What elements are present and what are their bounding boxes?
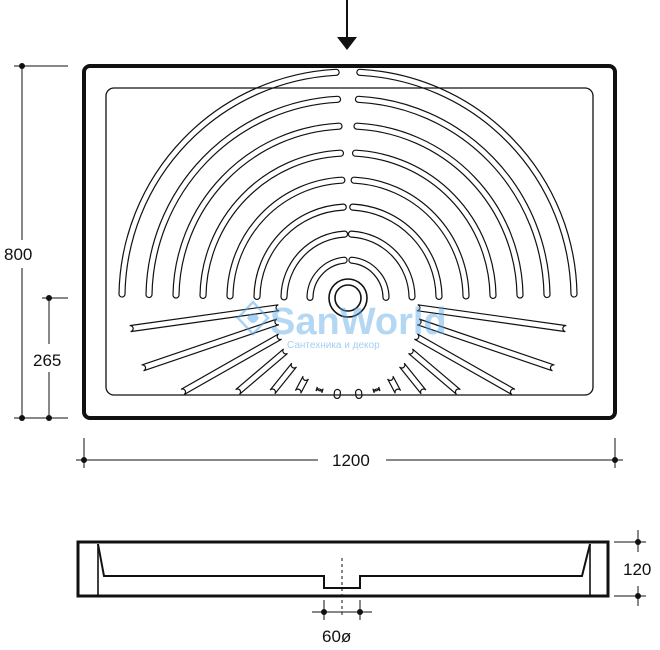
groove: [145, 95, 342, 299]
groove-radial: [387, 375, 402, 394]
groove-radial: [294, 375, 309, 394]
groove: [349, 203, 443, 300]
svg-text:SanWorld: SanWorld: [270, 301, 447, 343]
groove: [353, 122, 524, 299]
groove-radial: [372, 386, 381, 394]
drain-icon: [328, 278, 368, 318]
groove-radial: [408, 348, 461, 395]
tray-outline: [82, 64, 617, 420]
dimension-drain-diameter-label: 60ø: [322, 627, 351, 646]
down-arrow-icon: [337, 0, 357, 50]
groove: [350, 176, 470, 300]
groove: [348, 256, 390, 301]
groove: [351, 149, 497, 299]
watermark: SanWorld Сантехника и декор: [236, 300, 447, 351]
groove-radial: [180, 333, 282, 396]
groove: [199, 149, 345, 299]
groove: [347, 230, 416, 301]
groove-radial: [235, 348, 288, 395]
watermark-brand-part2: World: [340, 301, 447, 343]
groove: [280, 230, 349, 301]
dimension-length: 1200: [76, 438, 623, 470]
dimension-width: 800: [4, 63, 68, 421]
groove-radial: [416, 318, 555, 372]
plan-view: [82, 64, 617, 420]
tray-inner-basin: [105, 87, 594, 396]
groove: [306, 256, 348, 301]
section-view: [76, 540, 610, 618]
dimension-drain-offset: 265: [33, 295, 68, 421]
groove-radial: [141, 318, 280, 372]
groove-radial: [315, 386, 324, 394]
dimension-drain-diameter: 60ø: [312, 600, 372, 646]
groove-radial: [333, 388, 342, 399]
groove: [118, 68, 340, 298]
groove: [356, 68, 578, 298]
dimension-drain-offset-label: 265: [33, 351, 61, 370]
groove-radial: [399, 362, 427, 395]
dimension-length-label: 1200: [332, 451, 370, 470]
anti-slip-grooves: [118, 68, 578, 399]
groove: [253, 203, 347, 300]
groove: [354, 95, 551, 299]
groove-radial: [414, 333, 516, 396]
groove-radial: [354, 388, 363, 399]
groove-radial: [129, 304, 280, 333]
dimension-height-label: 120: [623, 560, 651, 579]
groove: [172, 122, 343, 299]
dimension-width-label: 800: [4, 245, 32, 264]
dimension-height: 120: [614, 530, 651, 606]
groove-radial: [416, 304, 567, 333]
groove: [226, 176, 346, 300]
groove-radial: [269, 362, 297, 395]
watermark-tagline: Сантехника и декор: [287, 340, 380, 351]
sanworld-logo-icon: [236, 300, 270, 336]
watermark-brand-part1: San: [270, 301, 340, 343]
